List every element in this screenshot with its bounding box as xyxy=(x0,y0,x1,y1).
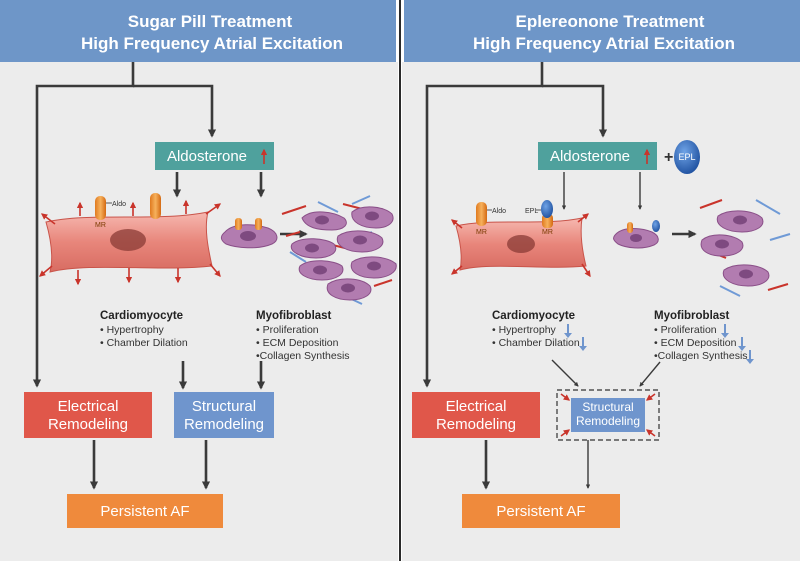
myofibroblast-nucleus-right xyxy=(630,234,642,242)
cardiomyocyte-title-right: Cardiomyocyte xyxy=(492,310,575,322)
aldo-label: Aldo xyxy=(112,201,126,208)
right-panel: Aldosterone + EPL MR Aldo MR EPL xyxy=(412,62,791,528)
myofibroblast-item-1-right: • Proliferation xyxy=(654,324,717,336)
hypertrophy-arrows-right xyxy=(451,213,591,278)
epl-small-label: EPL xyxy=(525,208,538,215)
right-header-title: Eplereonone Treatment xyxy=(516,12,705,31)
cardiomyocyte-item-2: • Chamber Dilation xyxy=(100,337,188,349)
arrow-to-aldosterone xyxy=(133,84,217,138)
cardiomyocyte-item-1-right: • Hypertrophy xyxy=(492,324,557,336)
epl-pill-label: EPL xyxy=(678,152,695,162)
fibroblast-cluster xyxy=(281,195,397,305)
electrical-remodeling-line1-right: Electrical xyxy=(446,398,507,415)
hypertrophy-arrows xyxy=(39,199,222,286)
aldosterone-box xyxy=(155,142,274,170)
arrow-to-aldosterone-right xyxy=(542,84,608,138)
structural-dashed-outline xyxy=(556,389,660,441)
myofibroblast-item-2: • ECM Deposition xyxy=(256,337,339,349)
mr-receptor xyxy=(95,196,106,220)
electrical-remodeling-line2-right: Remodeling xyxy=(436,416,516,433)
myofibroblast-mr xyxy=(235,218,242,230)
structural-remodeling-line2-right: Remodeling xyxy=(576,414,640,428)
left-header-bar xyxy=(0,0,396,62)
mr-receptor-blocked xyxy=(542,214,553,228)
arrow-to-electrical-right xyxy=(422,62,544,388)
aldo-label-right: Aldo xyxy=(492,208,506,215)
arrow-myo-to-structural-right xyxy=(639,361,661,387)
structural-remodeling-line2: Remodeling xyxy=(184,416,264,433)
myofibroblast-item-1: • Proliferation xyxy=(256,324,319,336)
cardiomyocyte-nucleus xyxy=(110,229,146,251)
aldosterone-label: Aldosterone xyxy=(167,148,247,165)
myofibroblast-mr-right xyxy=(627,222,633,233)
right-header-subtitle: High Frequency Atrial Excitation xyxy=(473,34,735,53)
structural-remodeling-line1: Structural xyxy=(192,398,256,415)
aldosterone-label-right: Aldosterone xyxy=(550,148,630,165)
myofibroblast-item-2-right: • ECM Deposition xyxy=(654,337,737,349)
left-panel: Aldosterone MR Aldo xyxy=(24,62,397,528)
fibroblast-cluster-right xyxy=(699,199,791,297)
electrical-remodeling-line1: Electrical xyxy=(58,398,119,415)
left-header-subtitle: High Frequency Atrial Excitation xyxy=(81,34,343,53)
structural-remodeling-box-right xyxy=(571,398,645,432)
mr-label-blocked: MR xyxy=(542,229,553,236)
aldosterone-box-right xyxy=(538,142,657,170)
persistent-af-label-right: Persistent AF xyxy=(496,503,585,520)
cardiomyocyte-title: Cardiomyocyte xyxy=(100,310,183,322)
epl-bound-icon xyxy=(541,200,553,218)
structural-remodeling-box xyxy=(174,392,274,438)
cardiomyocyte-item-1: • Hypertrophy xyxy=(100,324,165,336)
structural-remodeling-line1-right: Structural xyxy=(582,400,633,414)
cardiomyocyte-item-2-right: • Chamber Dilation xyxy=(492,337,580,349)
myofibroblast-nucleus xyxy=(240,231,256,241)
myofibroblast-item-3: •Collagen Synthesis xyxy=(256,350,350,362)
down-arrowheads xyxy=(564,333,754,364)
myofibroblast-item-3-right: •Collagen Synthesis xyxy=(654,350,748,362)
arrow-to-electrical xyxy=(32,62,135,388)
electrical-remodeling-line2: Remodeling xyxy=(48,416,128,433)
myofibroblast-epl-icon xyxy=(652,220,660,232)
electrical-remodeling-box xyxy=(24,392,152,438)
arrow-cardio-to-structural-right xyxy=(551,359,579,387)
cardiomyocyte-nucleus-right xyxy=(507,235,535,253)
mr-label-right: MR xyxy=(476,229,487,236)
persistent-af-label: Persistent AF xyxy=(100,503,189,520)
left-header-title: Sugar Pill Treatment xyxy=(128,12,293,31)
mr-receptor-2 xyxy=(150,193,161,219)
right-header-bar xyxy=(404,0,800,62)
left-panel-background xyxy=(0,62,398,561)
myofibroblast-mr-2 xyxy=(255,218,262,230)
epl-pill-icon xyxy=(674,140,700,174)
right-panel-background xyxy=(402,62,800,561)
persistent-af-box xyxy=(67,494,223,528)
electrical-remodeling-box-right xyxy=(412,392,540,438)
mr-label: MR xyxy=(95,222,106,229)
persistent-af-box-right xyxy=(462,494,620,528)
myofibroblast-title: Myofibroblast xyxy=(256,310,332,322)
mr-receptor-right xyxy=(476,202,487,226)
myofibroblast-title-right: Myofibroblast xyxy=(654,310,730,322)
plus-sign: + xyxy=(664,149,673,166)
shrink-arrows xyxy=(560,393,656,437)
